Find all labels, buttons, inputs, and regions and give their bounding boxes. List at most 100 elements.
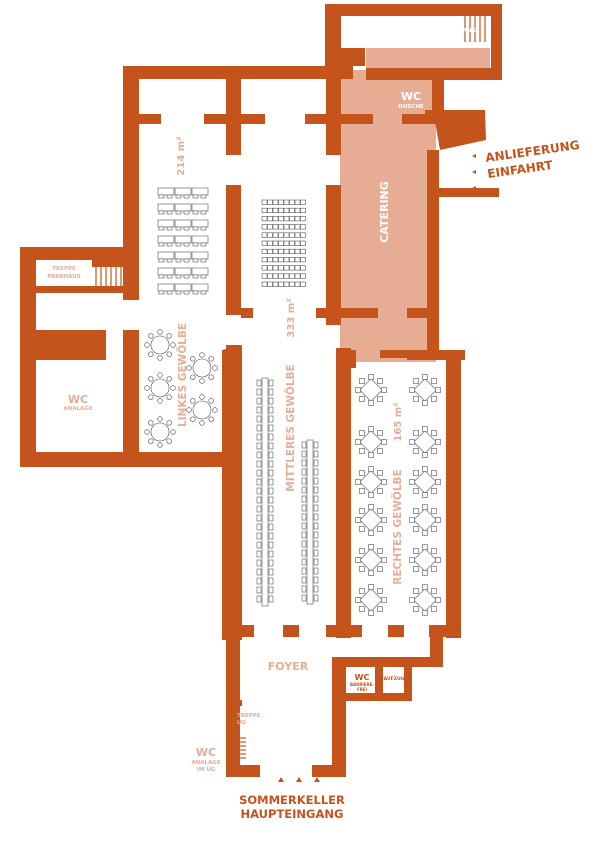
chair: [289, 281, 295, 287]
label-treppe-parkhaus-2: PARKHAUS: [47, 274, 80, 280]
chair: [289, 248, 295, 254]
chair: [200, 290, 207, 295]
chair: [256, 469, 262, 477]
chair: [381, 479, 387, 485]
chair: [301, 549, 307, 557]
chair: [268, 397, 274, 405]
chair: [301, 486, 307, 494]
left-vault-round-tables: [144, 329, 218, 448]
chair: [313, 567, 319, 575]
chair: [192, 226, 199, 231]
chair: [301, 495, 307, 503]
chair: [355, 387, 361, 393]
chair: [294, 240, 301, 246]
chair: [301, 504, 307, 512]
chair: [166, 351, 172, 357]
chair: [268, 469, 274, 477]
chair: [256, 505, 262, 513]
chair: [256, 442, 262, 450]
chair: [278, 257, 284, 263]
square-table: [413, 548, 437, 572]
chair: [313, 450, 319, 458]
chair: [381, 557, 387, 563]
chair: [166, 420, 172, 426]
chair: [283, 216, 290, 222]
banquet-table: [174, 283, 192, 292]
label-linkes-gewoelbe: LINKES GEWÖLBE: [175, 323, 189, 427]
chair: [313, 558, 319, 566]
chair: [355, 517, 361, 523]
chair: [268, 568, 274, 576]
label-wc-barrierefrei: WC: [355, 673, 370, 682]
chair: [166, 274, 173, 279]
chair: [300, 207, 306, 213]
chair: [355, 557, 361, 563]
chair: [267, 199, 273, 205]
chair: [158, 274, 165, 279]
chair: [435, 517, 441, 523]
label-haupteingang: HAUPTEINGANG: [241, 807, 344, 821]
chair: [313, 459, 319, 467]
chair: [256, 406, 262, 414]
chair: [381, 439, 387, 445]
chair: [313, 576, 319, 584]
chair: [294, 207, 301, 213]
square-table: [413, 378, 437, 402]
square-table: [359, 588, 383, 612]
banquet-table: [174, 203, 192, 212]
square-table: [359, 548, 383, 572]
chair: [200, 274, 207, 279]
banquet-table: [191, 219, 209, 228]
chair: [435, 597, 441, 603]
chair: [313, 585, 319, 593]
chair: [359, 470, 365, 476]
chair: [409, 387, 415, 393]
chair: [170, 385, 176, 391]
chair: [268, 424, 274, 432]
right-vault-tables: [355, 374, 441, 616]
chair: [278, 199, 284, 205]
chair: [183, 242, 190, 247]
middle-vault-long-tables: [256, 377, 319, 607]
chair: [313, 477, 319, 485]
chair: [422, 452, 428, 458]
chair: [368, 610, 374, 616]
chair: [190, 356, 196, 362]
chair: [268, 559, 274, 567]
chair: [256, 532, 262, 540]
chair: [409, 557, 415, 563]
chair: [431, 548, 437, 554]
chair: [422, 610, 428, 616]
chair: [278, 248, 284, 254]
label-frei: FREI: [357, 687, 368, 692]
banquet-table: [157, 283, 175, 292]
chair: [283, 224, 290, 230]
chair: [166, 333, 172, 339]
chair: [267, 281, 273, 287]
label-treppe-ug-1: TREPPE: [237, 713, 261, 719]
chair: [200, 210, 207, 215]
chair: [256, 397, 262, 405]
chair: [267, 265, 273, 271]
chair: [170, 342, 176, 348]
chair: [267, 207, 273, 213]
chair: [267, 232, 273, 238]
banquet-table: [157, 203, 175, 212]
chair: [256, 568, 262, 576]
label-treppe-ug-2: UG: [237, 720, 246, 726]
chair: [256, 379, 262, 387]
chair: [294, 232, 301, 238]
chair: [300, 273, 306, 279]
chair: [183, 226, 190, 231]
banquet-table: [157, 219, 175, 228]
chair: [294, 224, 301, 230]
chair: [313, 531, 319, 539]
chair: [368, 504, 374, 510]
chair: [294, 248, 301, 254]
chair: [359, 508, 365, 514]
chair: [267, 216, 273, 222]
chair: [294, 199, 301, 205]
chair: [422, 466, 428, 472]
label-wc-analage-left: WC: [68, 393, 88, 406]
chair: [413, 430, 419, 436]
